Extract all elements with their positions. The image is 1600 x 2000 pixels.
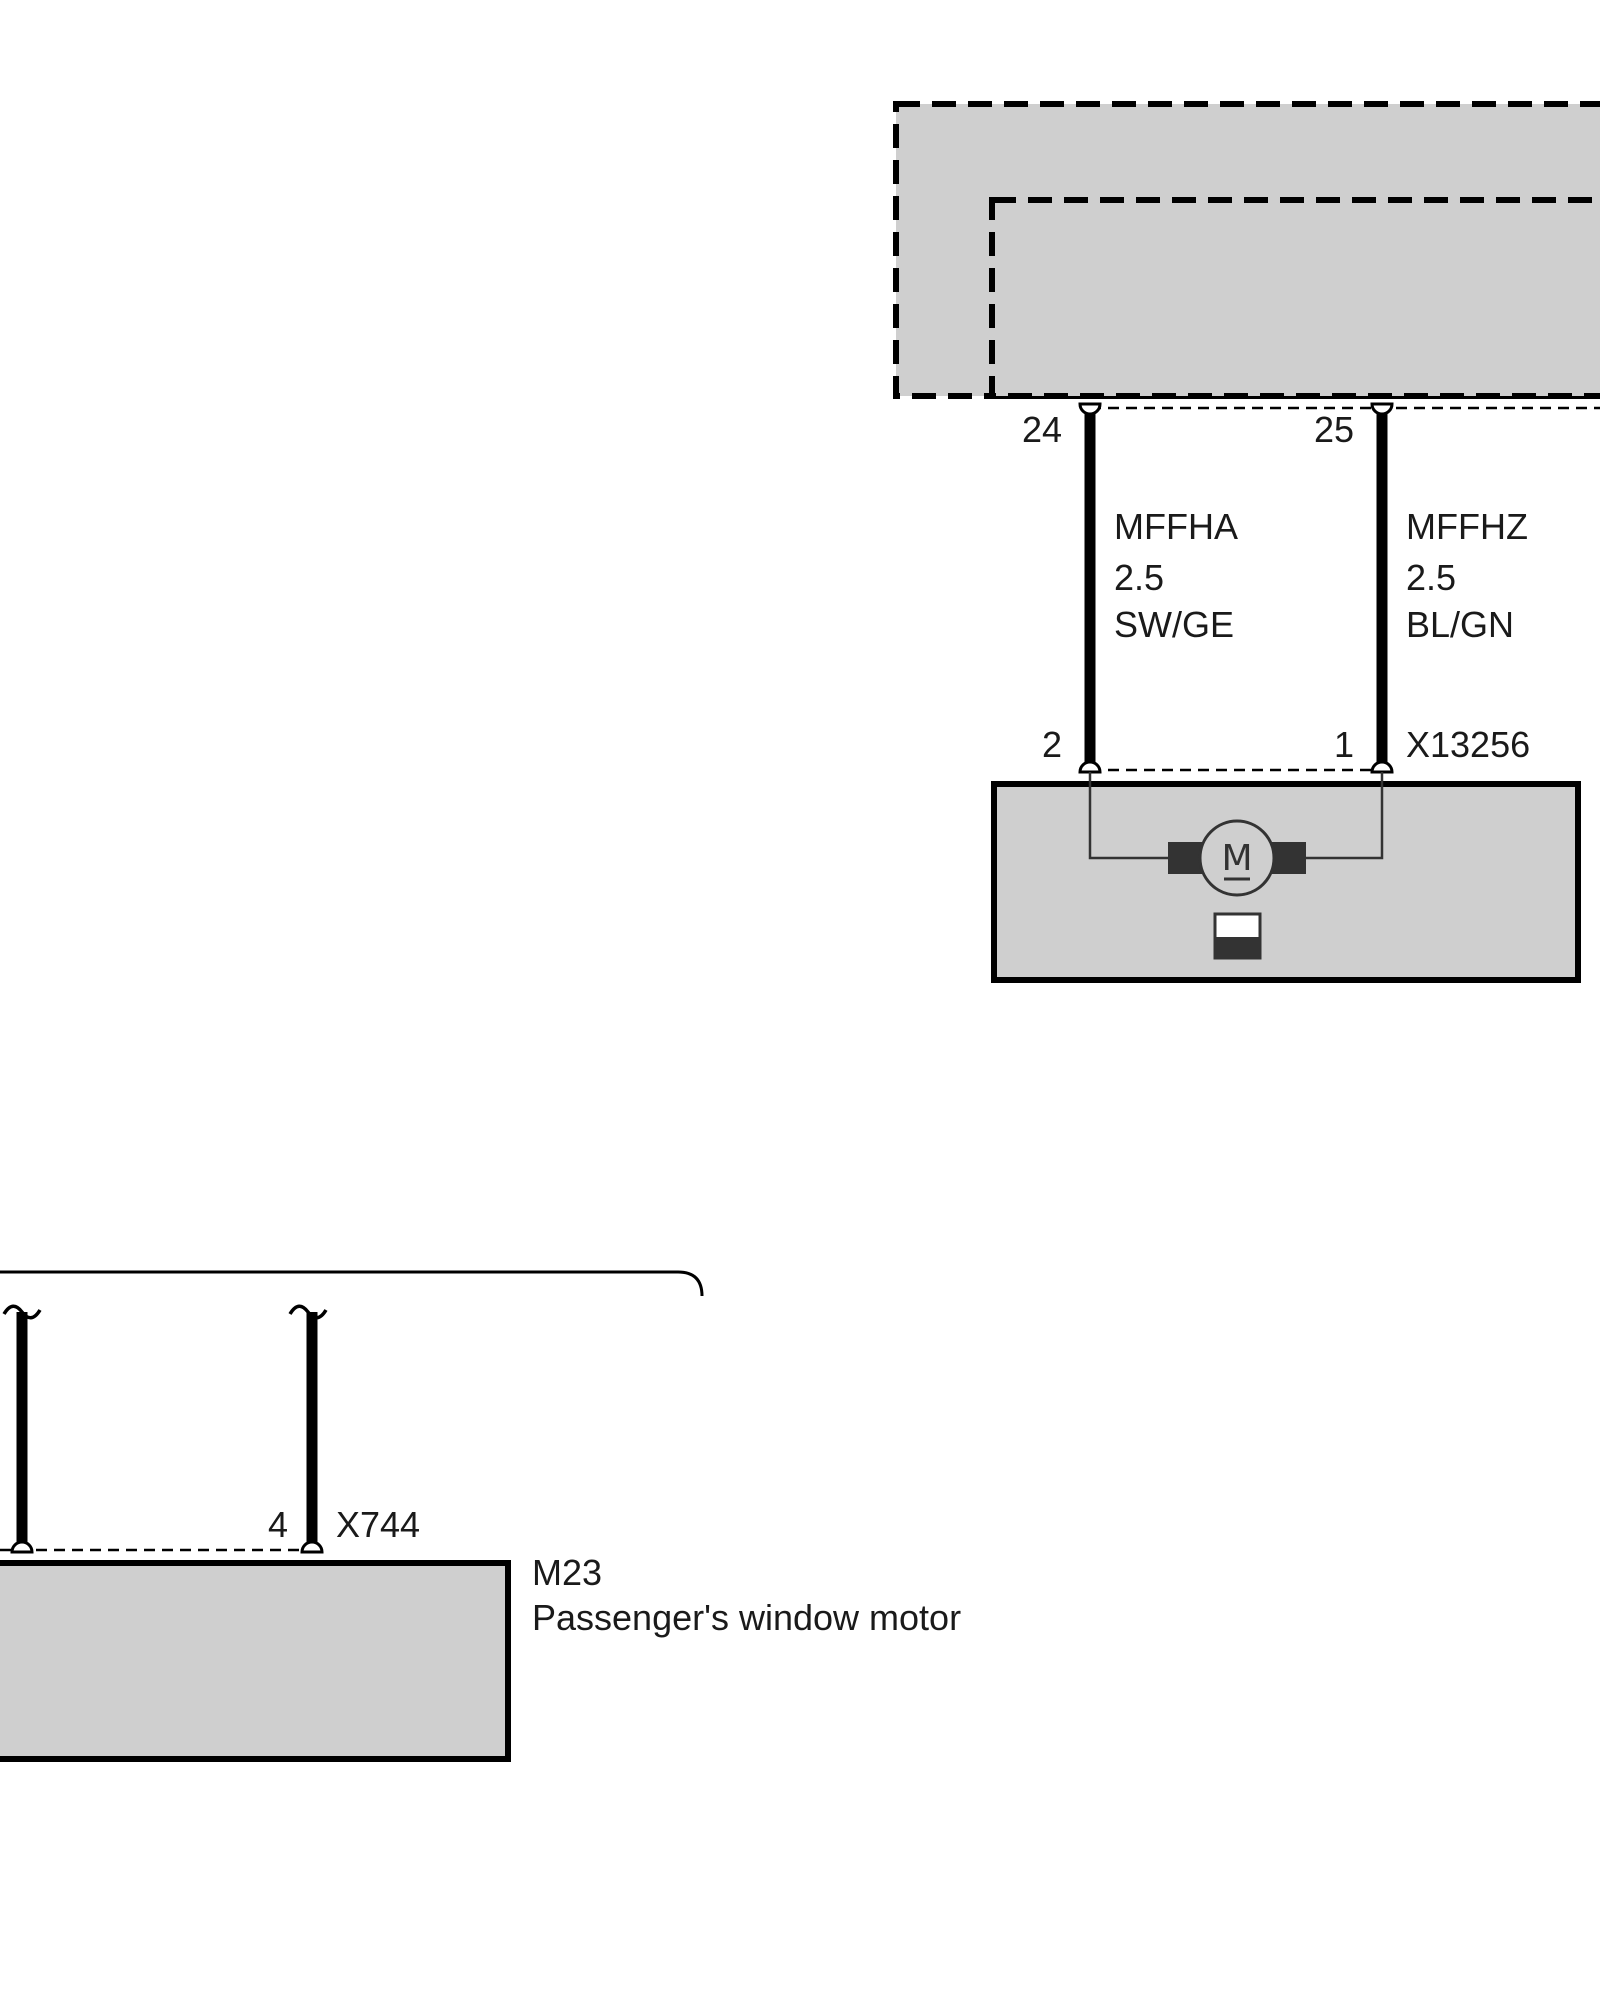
- passenger-window-motor-housing: [0, 1560, 511, 1762]
- pin-4-terminal: [300, 1540, 324, 1554]
- wire-mffha-name: MFFHA: [1114, 506, 1238, 547]
- motor-lead-left: [1088, 772, 1170, 860]
- motor-icon: [1198, 819, 1276, 897]
- motor-brush-right: [1272, 842, 1306, 874]
- motor-brush-left: [1168, 842, 1202, 874]
- pin-25-label: 25: [1314, 409, 1354, 450]
- motor-lead-right: [1306, 772, 1384, 860]
- window-position-icon-fill: [1215, 937, 1260, 958]
- wire-mffha-gauge: 2.5: [1114, 557, 1164, 598]
- component-id: M23: [532, 1552, 602, 1593]
- wire-mffhz-color: BL/GN: [1406, 604, 1514, 645]
- pin-1-terminal: [1370, 760, 1394, 774]
- harness-bracket: [0, 1270, 704, 1297]
- pin-24-terminal: [1078, 402, 1102, 416]
- wire-mffha-color: SW/GE: [1114, 604, 1234, 645]
- pin-2-terminal: [1078, 760, 1102, 774]
- window-motor-housing: [991, 781, 1581, 983]
- wire-mffhz-name: MFFHZ: [1406, 506, 1528, 547]
- motor-symbol-label: M: [1221, 838, 1252, 879]
- pin-25-terminal: [1370, 402, 1394, 416]
- pin-1-label: 1: [1334, 724, 1354, 765]
- wire-mffhz-gauge: 2.5: [1406, 557, 1456, 598]
- pin-lower-left-terminal: [10, 1540, 34, 1554]
- connector-x13256-label: X13256: [1406, 724, 1530, 765]
- connector-x744-label: X744: [336, 1504, 420, 1545]
- control-module-inner-housing: [989, 197, 1600, 399]
- pin-4-label: 4: [268, 1504, 288, 1545]
- pin-24-label: 24: [1022, 409, 1062, 450]
- pin-2-label: 2: [1042, 724, 1062, 765]
- component-name: Passenger's window motor: [532, 1597, 961, 1638]
